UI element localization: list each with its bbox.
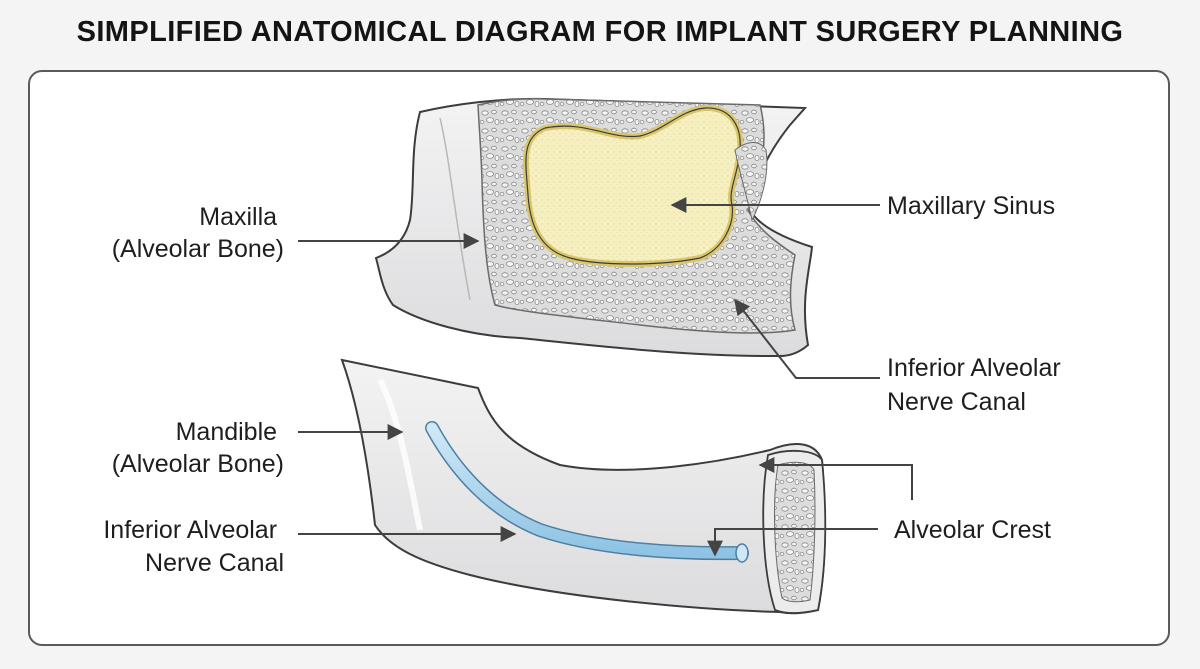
- label-inferior-alveolar-lower: Inferior Alveolar Nerve Canal: [103, 516, 284, 577]
- inferior-alveolar-upper-leader: [734, 298, 880, 379]
- leader-lines: [298, 197, 913, 557]
- mandible-illustration: [340, 358, 827, 615]
- alveolar-crest-leader-1: [758, 457, 913, 500]
- page-title: SIMPLIFIED ANATOMICAL DIAGRAM FOR IMPLAN…: [76, 16, 1124, 48]
- alveolar-crest-leader-2: [707, 528, 878, 557]
- label-maxilla: Maxilla (Alveolar Bone): [112, 203, 284, 263]
- label-mandible: Mandible (Alveolar Bone): [112, 418, 284, 478]
- maxilla-illustration: [374, 97, 814, 358]
- label-alveolar-crest: Alveolar Crest: [894, 516, 1051, 544]
- label-maxillary-sinus: Maxillary Sinus: [887, 192, 1055, 220]
- label-inferior-alveolar-upper: Inferior Alveolar Nerve Canal: [887, 354, 1068, 416]
